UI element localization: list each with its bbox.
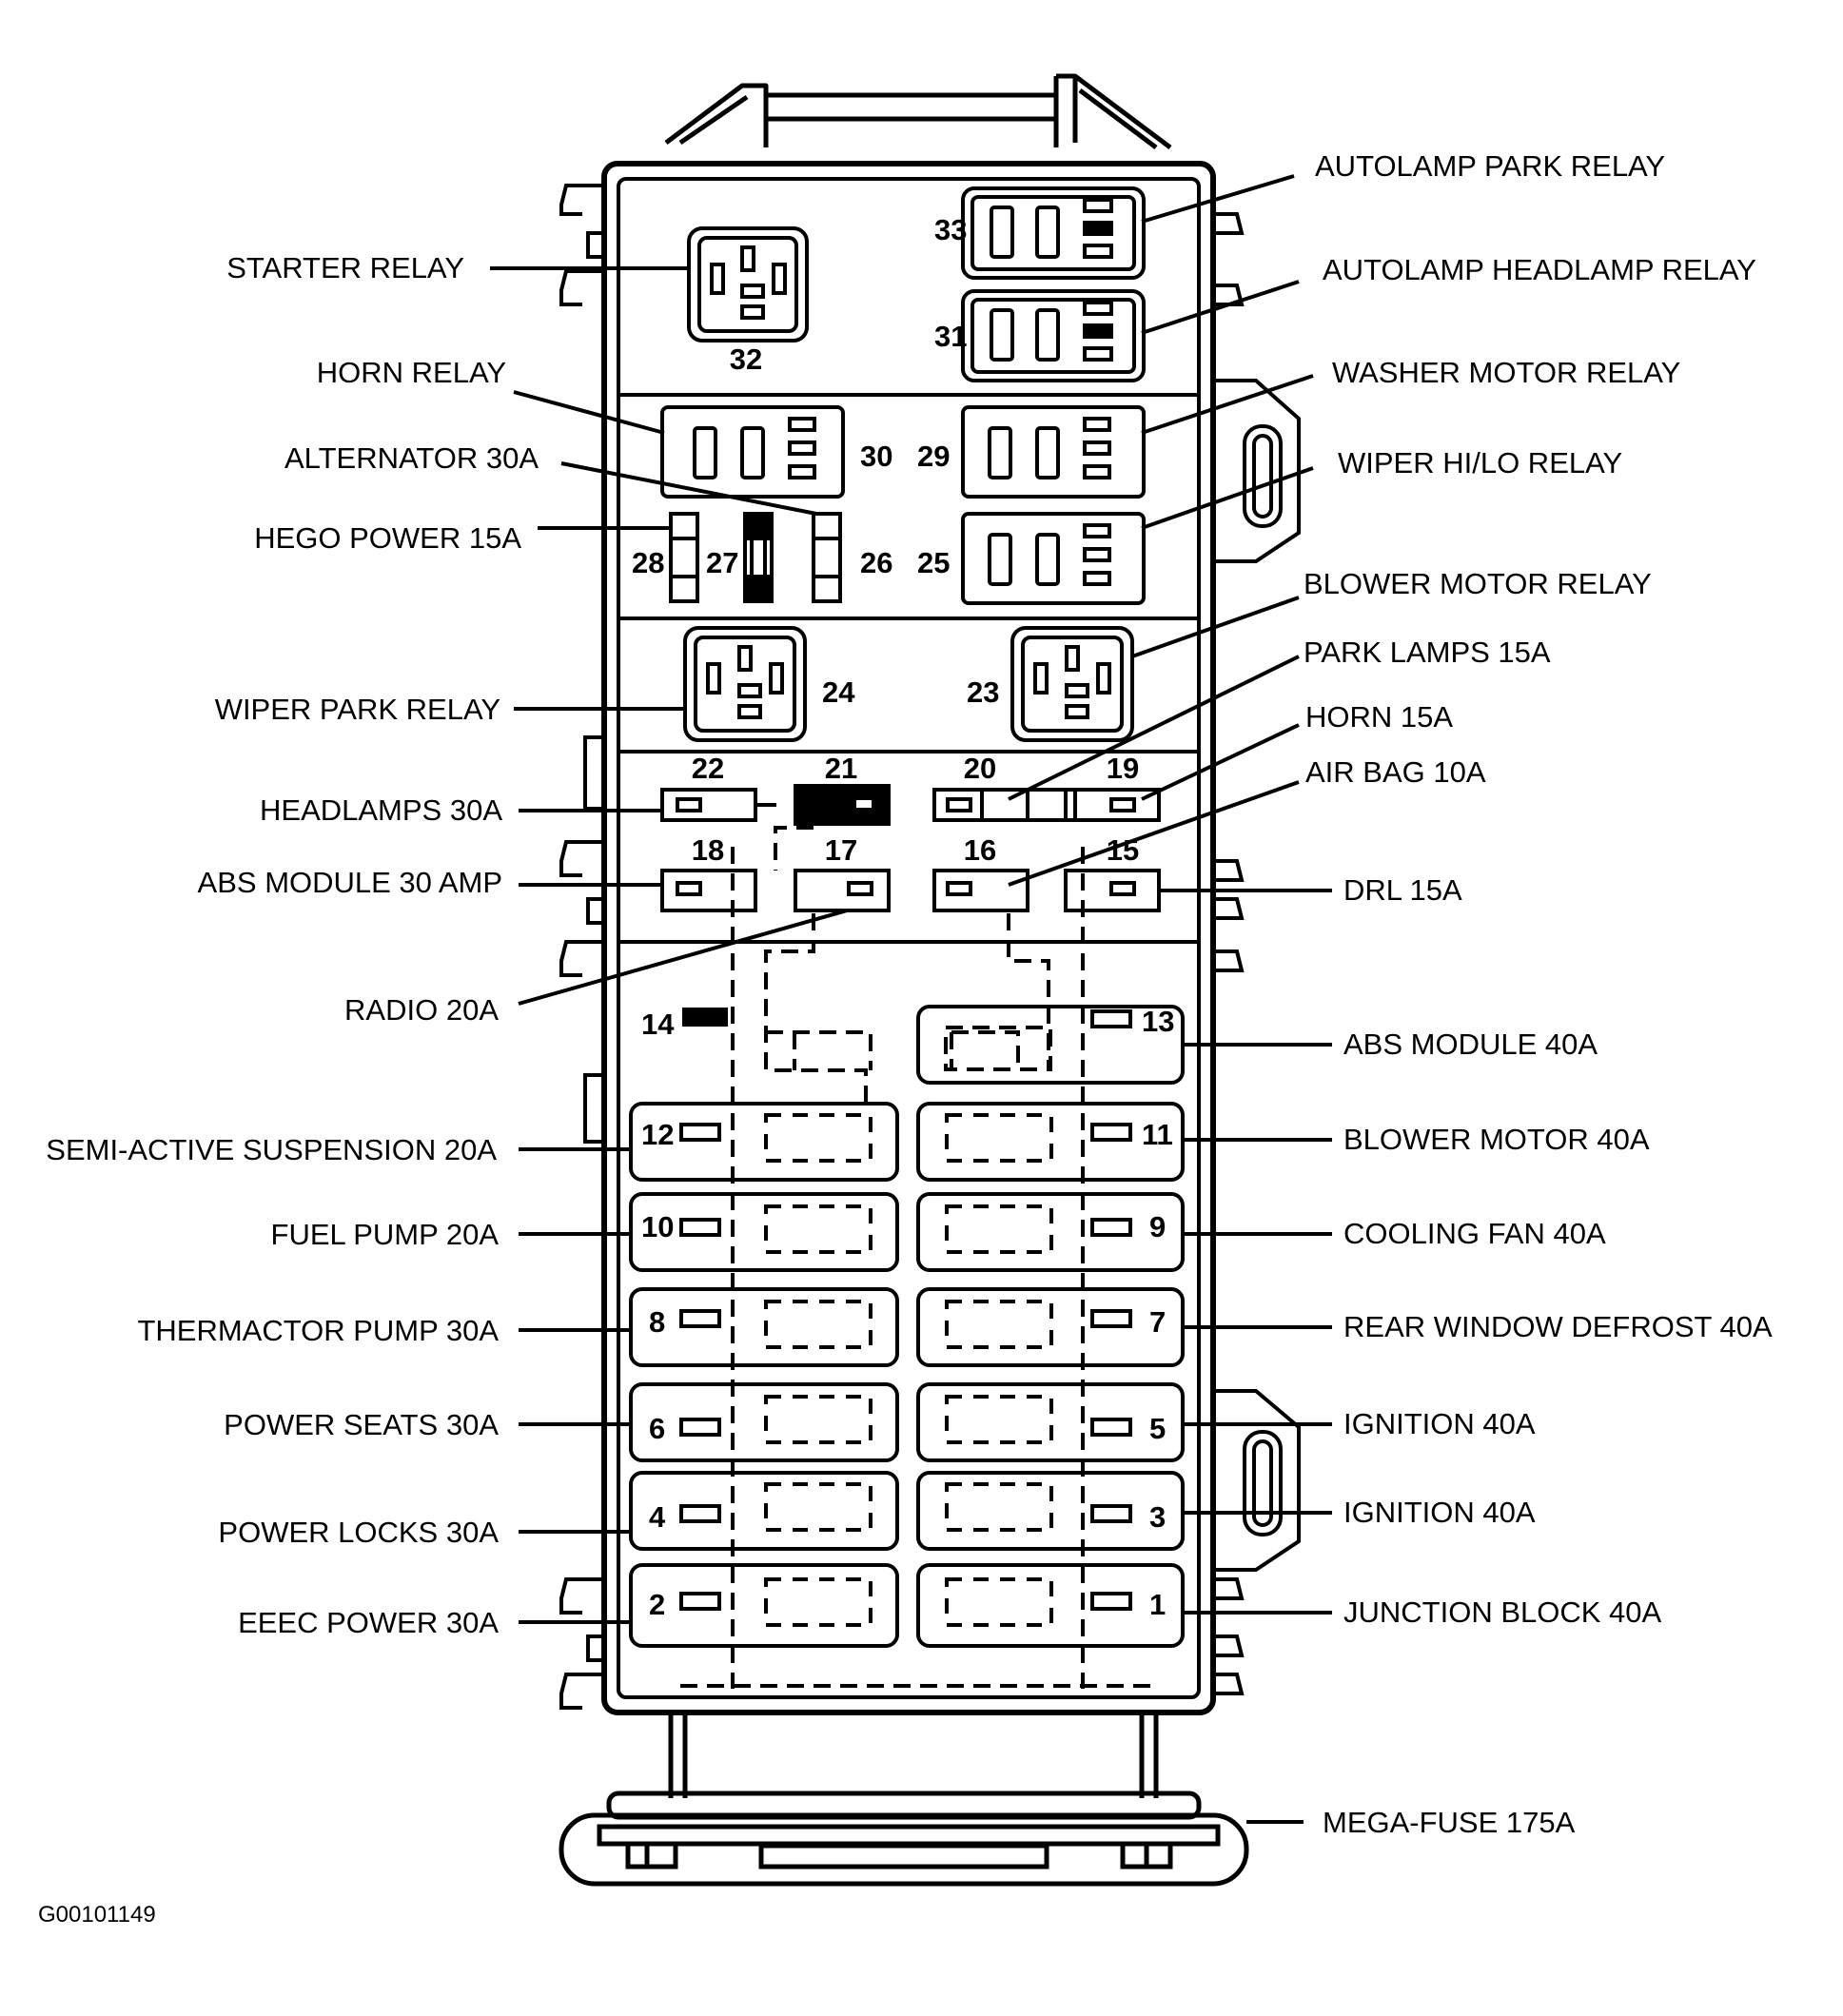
fuse-20-body — [932, 788, 1029, 822]
leader-lines — [490, 174, 1332, 1824]
label-air-bag: AIR BAG 10A — [1305, 755, 1486, 789]
label-autolamp-park-relay: AUTOLAMP PARK RELAY — [1315, 149, 1665, 183]
relay-29 — [961, 405, 1146, 499]
label-horn-relay: HORN RELAY — [317, 356, 506, 389]
fuse-22 — [660, 788, 757, 822]
label-starter-relay: STARTER RELAY — [226, 251, 464, 284]
position-29: 29 — [917, 440, 950, 473]
internal-bus-lines — [680, 826, 1151, 1689]
position-22: 22 — [692, 752, 724, 785]
mega-fuse-base — [559, 1713, 1249, 1887]
label-headlamps: HEADLAMPS 30A — [260, 793, 502, 827]
position-10: 10 — [641, 1210, 674, 1243]
fuse-14 — [682, 1008, 728, 1027]
position-1: 1 — [1149, 1588, 1166, 1621]
position-30: 30 — [860, 440, 892, 473]
relay-24 — [683, 626, 807, 742]
label-abs-module-30: ABS MODULE 30 AMP — [198, 866, 502, 899]
position-4: 4 — [649, 1500, 666, 1534]
fuse-19 — [1064, 788, 1161, 822]
label-rear-window-defrost: REAR WINDOW DEFROST 40A — [1343, 1310, 1773, 1343]
position-16: 16 — [964, 833, 996, 867]
position-14: 14 — [641, 1008, 675, 1041]
label-ignition-3: IGNITION 40A — [1343, 1496, 1536, 1529]
relay-33 — [961, 186, 1146, 280]
label-blower-motor-relay: BLOWER MOTOR RELAY — [1304, 567, 1652, 600]
position-13: 13 — [1142, 1005, 1174, 1038]
position-25: 25 — [917, 546, 950, 579]
position-2: 2 — [649, 1588, 665, 1621]
label-washer-motor-relay: WASHER MOTOR RELAY — [1332, 356, 1680, 389]
position-28: 28 — [632, 546, 664, 579]
position-7: 7 — [1149, 1305, 1166, 1339]
top-handle — [664, 73, 1172, 149]
label-park-lamps: PARK LAMPS 15A — [1304, 636, 1551, 669]
position-15: 15 — [1107, 833, 1139, 867]
fuse-26 — [812, 512, 842, 603]
label-semi-active-suspension: SEMI-ACTIVE SUSPENSION 20A — [46, 1133, 497, 1166]
label-eeec-power: EEEC POWER 30A — [238, 1606, 499, 1639]
position-6: 6 — [649, 1412, 665, 1445]
fuse-28 — [669, 512, 699, 603]
label-drl: DRL 15A — [1343, 873, 1462, 907]
position-11: 11 — [1142, 1118, 1173, 1151]
position-32: 32 — [730, 343, 762, 376]
position-numbers: 33 31 32 30 29 28 27 26 25 24 23 22 21 2… — [632, 213, 1174, 1621]
position-8: 8 — [649, 1305, 665, 1339]
label-mega-fuse: MEGA-FUSE 175A — [1323, 1806, 1576, 1839]
label-horn-fuse: HORN 15A — [1305, 700, 1453, 734]
fuse-16 — [932, 869, 1029, 912]
label-wiper-park-relay: WIPER PARK RELAY — [215, 693, 500, 726]
label-hego-power: HEGO POWER 15A — [254, 521, 521, 555]
label-power-seats: POWER SEATS 30A — [224, 1408, 499, 1441]
relay-23 — [1010, 626, 1134, 742]
label-cooling-fan: COOLING FAN 40A — [1343, 1217, 1606, 1250]
label-fuel-pump: FUEL PUMP 20A — [271, 1218, 500, 1251]
position-17: 17 — [825, 833, 857, 867]
position-21: 21 — [825, 752, 857, 785]
relay-31 — [961, 289, 1146, 382]
fuse-box-housing — [601, 161, 1216, 1715]
position-19: 19 — [1107, 752, 1139, 785]
label-junction-block: JUNCTION BLOCK 40A — [1343, 1595, 1662, 1629]
position-26: 26 — [860, 546, 892, 579]
position-18: 18 — [692, 833, 724, 867]
label-ignition-5: IGNITION 40A — [1343, 1407, 1536, 1440]
position-24: 24 — [822, 675, 855, 709]
label-blower-motor: BLOWER MOTOR 40A — [1343, 1123, 1650, 1156]
position-33: 33 — [934, 213, 967, 246]
label-wiper-hilo-relay: WIPER HI/LO RELAY — [1338, 446, 1622, 480]
fuse-18 — [660, 869, 757, 912]
relay-30 — [660, 405, 845, 499]
position-12: 12 — [641, 1118, 674, 1151]
label-autolamp-headlamp-relay: AUTOLAMP HEADLAMP RELAY — [1323, 253, 1756, 286]
position-31: 31 — [934, 320, 967, 353]
relay-25 — [961, 512, 1146, 605]
fuse-21 — [757, 784, 891, 826]
position-23: 23 — [967, 675, 999, 709]
position-5: 5 — [1149, 1412, 1166, 1445]
label-radio: RADIO 20A — [344, 993, 499, 1027]
position-9: 9 — [1149, 1210, 1166, 1243]
label-alternator: ALTERNATOR 30A — [284, 441, 539, 475]
right-side-clips — [1213, 212, 1301, 1695]
diagram-code: G00101149 — [38, 1902, 156, 1928]
position-27: 27 — [706, 546, 738, 579]
callout-labels: AUTOLAMP PARK RELAY AUTOLAMP HEADLAMP RE… — [46, 149, 1773, 1839]
fuse-27 — [743, 512, 774, 603]
maxi-fuse-rows — [629, 1102, 1185, 1648]
label-abs-module-40: ABS MODULE 40A — [1343, 1028, 1598, 1061]
position-3: 3 — [1149, 1500, 1166, 1534]
relay-32 — [687, 226, 809, 343]
label-power-locks: POWER LOCKS 30A — [218, 1516, 499, 1549]
position-20: 20 — [964, 752, 996, 785]
fuse-17 — [794, 869, 891, 912]
label-thermactor-pump: THERMACTOR PUMP 30A — [137, 1314, 499, 1347]
